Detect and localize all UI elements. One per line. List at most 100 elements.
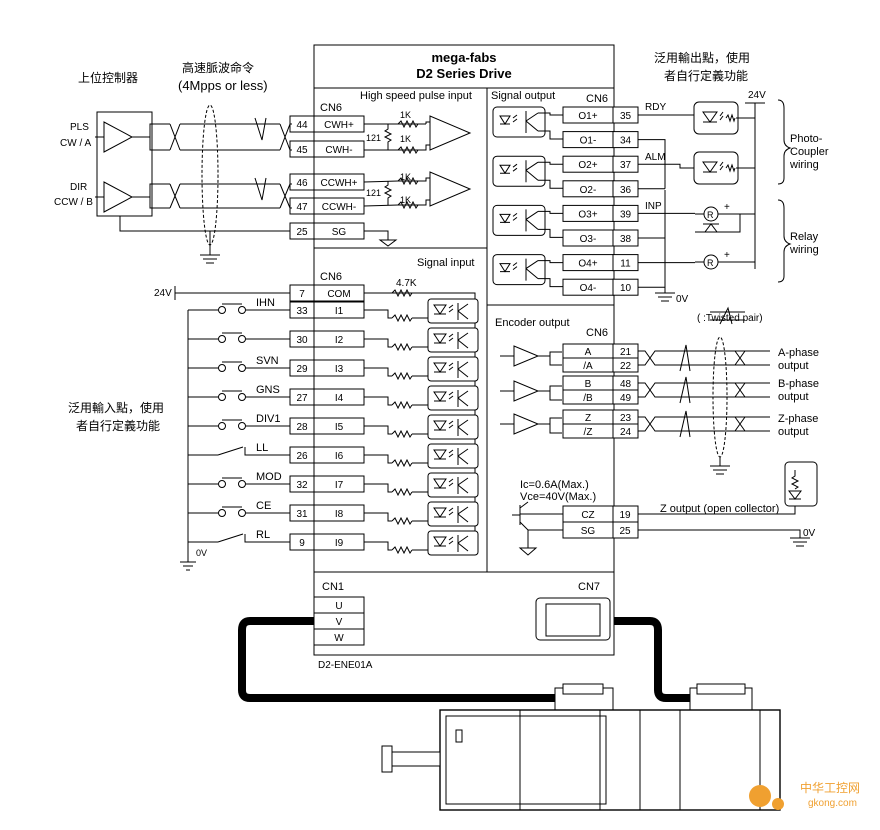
z-output-label: Z output (open collector) — [660, 503, 779, 515]
output-pin-7: 10 — [620, 283, 632, 294]
input-optocoupler-0 — [427, 298, 479, 324]
dir-label: DIR — [70, 182, 87, 193]
pulse-signal-1: CWH- — [325, 145, 352, 156]
pulse-receiver-a — [429, 115, 472, 151]
output-transistor-3 — [492, 254, 546, 286]
plus-sign-2: + — [724, 250, 730, 261]
encoder-pin-4: 23 — [620, 413, 632, 424]
input-name-0: I1 — [335, 306, 344, 317]
cn6-label-output: CN6 — [586, 93, 608, 105]
relay-wiring-line1: Relay — [790, 231, 819, 243]
encoder-name-3: /B — [583, 393, 593, 404]
input-pin-8: 9 — [299, 538, 305, 549]
pulse-signal-3: CCWH- — [322, 202, 356, 213]
input-name-8: I9 — [335, 538, 344, 549]
encoder-pin-2: 48 — [620, 379, 632, 390]
host-controller-label: 上位控制器 — [78, 70, 138, 85]
motor-terminal-0: U — [335, 601, 342, 612]
ic-rating: Ic=0.6A(Max.) — [520, 479, 589, 491]
r121-b: 121 — [366, 188, 381, 198]
watermark-gear-icon — [749, 785, 771, 807]
signal-input-section-title: Signal input — [417, 257, 475, 269]
brand-title: mega-fabs — [431, 50, 496, 65]
com-pin: 7 — [299, 289, 305, 300]
input-supply-label: 24V — [154, 288, 172, 299]
output-note-line1: 泛用輸出點，使用 — [654, 50, 750, 65]
rdy-tag: RDY — [645, 102, 666, 113]
input-pin-7: 31 — [296, 509, 308, 520]
cn7-port — [535, 597, 611, 641]
output-name-7: O4- — [580, 283, 597, 294]
series-title: D2 Series Drive — [416, 66, 511, 81]
input-label-5: LL — [256, 442, 268, 454]
input-ground-label: 0V — [196, 548, 207, 558]
r1k-d: 1K — [400, 195, 411, 205]
encoder-output-section-title: Encoder output — [495, 317, 570, 329]
watermark-url: gkong.com — [808, 798, 857, 809]
encoder-name-5: /Z — [584, 427, 593, 438]
input-note-line2: 者自行定義功能 — [76, 418, 160, 433]
pulse-signal-1-cell — [313, 140, 365, 158]
input-label-3: GNS — [256, 384, 280, 396]
cn6-label-input: CN6 — [320, 271, 342, 283]
output-transistor-1 — [492, 155, 546, 187]
host-buffer-pls — [103, 121, 134, 153]
input-name-4: I5 — [335, 422, 344, 433]
motor-terminal-2: W — [334, 633, 344, 644]
ccw-b-label: CCW / B — [54, 197, 93, 208]
cz-name: CZ — [581, 510, 594, 521]
input-pin-3: 27 — [296, 393, 308, 404]
input-optocoupler-3 — [427, 385, 479, 411]
relay-wiring-line2: wiring — [789, 244, 819, 256]
input-pin-5: 26 — [296, 451, 308, 462]
output-name-0: O1+ — [578, 111, 597, 122]
z-load-optocoupler — [784, 461, 818, 507]
pls-label: PLS — [70, 122, 89, 133]
output-pin-4: 39 — [620, 209, 632, 220]
pulse-command-label: 高速脈波命令 — [182, 60, 254, 75]
output-pin-5: 38 — [620, 234, 632, 245]
input-label-0: IHN — [256, 297, 275, 309]
cn7-label: CN7 — [578, 581, 600, 593]
pulse-receiver-b — [429, 171, 472, 207]
r1k-c: 1K — [400, 172, 411, 182]
photo-coupler-line2: Coupler — [790, 146, 829, 158]
input-pin-4: 28 — [296, 422, 308, 433]
input-pin-6: 32 — [296, 480, 308, 491]
input-name-6: I7 — [335, 480, 344, 491]
model-label: D2-ENE01A — [318, 660, 373, 671]
output-name-3: O2- — [580, 185, 597, 196]
sg-name: SG — [581, 526, 596, 537]
encoder-pin-5: 24 — [620, 427, 632, 438]
input-name-2: I3 — [335, 364, 344, 375]
cw-a-label: CW / A — [60, 138, 91, 149]
encoder-name-2: B — [585, 379, 592, 390]
input-optocoupler-7 — [427, 501, 479, 527]
input-label-4: DIV1 — [256, 413, 280, 425]
output-name-1: O1- — [580, 136, 597, 147]
input-optocoupler-2 — [427, 356, 479, 382]
r1k-b: 1K — [400, 134, 411, 144]
input-optocoupler-4 — [427, 414, 479, 440]
pulse-pin-1: 45 — [296, 145, 308, 156]
input-optocoupler-6 — [427, 472, 479, 498]
input-optocoupler-5 — [427, 443, 479, 469]
b-phase-output: output — [778, 391, 809, 403]
z-phase-label: Z-phase — [778, 413, 818, 425]
z-ground-label: 0V — [803, 528, 816, 539]
input-label-2: SVN — [256, 355, 279, 367]
output-note-line2: 者自行定義功能 — [664, 68, 748, 83]
input-pin-1: 30 — [296, 335, 308, 346]
relay-r-2: R — [707, 258, 714, 268]
v0-tag: 0V — [676, 294, 689, 305]
pulse-pin-0: 44 — [296, 120, 308, 131]
r47k-label: 4.7K — [396, 278, 417, 289]
output-name-4: O3+ — [578, 209, 597, 220]
alm-tag: ALM — [645, 152, 666, 163]
cn6-label-pulse: CN6 — [320, 102, 342, 114]
inp-tag: INP — [645, 201, 662, 212]
pulse-rate-label: (4Mpps or less) — [178, 78, 268, 93]
pulse-pin-3: 47 — [296, 202, 308, 213]
b-phase-label: B-phase — [778, 378, 819, 390]
